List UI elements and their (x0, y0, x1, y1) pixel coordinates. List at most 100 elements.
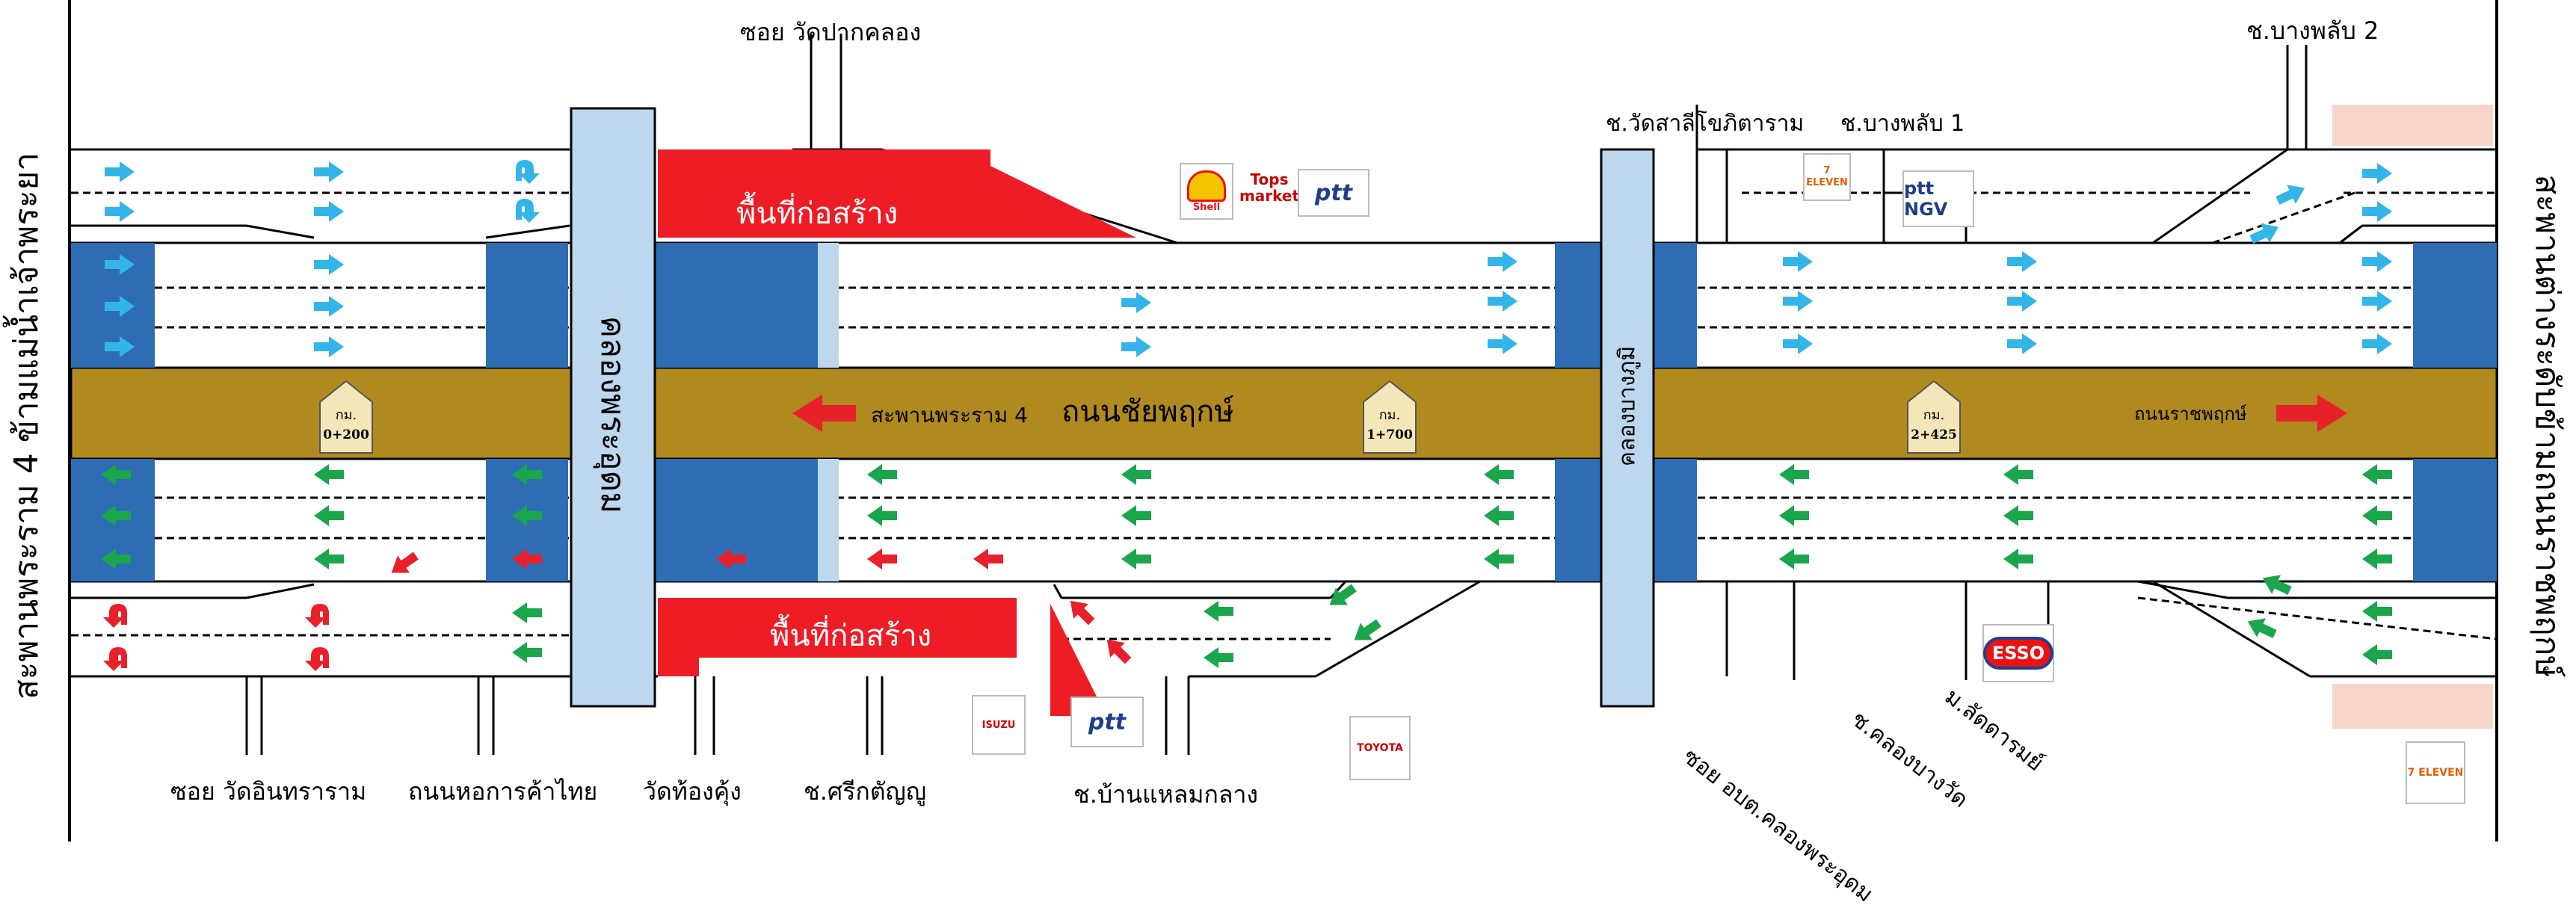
eastbound-arrow (105, 336, 135, 357)
westbound-arrow (1329, 584, 1357, 605)
esso-logo: ESSO (1982, 624, 2054, 682)
red-arrow (1106, 639, 1132, 664)
westbound-arrow (1121, 505, 1151, 526)
ptt-ngv-logo: ptt NGV (1902, 170, 1974, 227)
mainline-lower (71, 457, 2497, 583)
westbound-arrow (314, 464, 344, 485)
street-label-wat-sali: ช.วัดสาลีโขภิตาราม (1606, 111, 1805, 137)
eastbound-arrow (1783, 333, 1813, 354)
westbound-arrow (2003, 505, 2033, 526)
street-label-bang-phlap-1: ช.บางพลับ 1 (1840, 111, 1965, 137)
construction-label-bottom: พื้นที่ก่อสร้าง (770, 619, 932, 653)
light-blue-stripe-top (818, 243, 839, 368)
construction-area-bottom (658, 598, 1017, 676)
u-turn-arrow (103, 604, 127, 628)
eastbound-arrow (105, 254, 135, 275)
westbound-arrow (867, 505, 897, 526)
eastbound-arrow (2362, 291, 2392, 312)
toyota-logo: TOYOTA (1349, 716, 1411, 780)
ptt-logo-bottom: ptt (1070, 697, 1144, 747)
construction-area-triangle (1050, 604, 1106, 716)
east-direction-arrow (2276, 395, 2347, 432)
eastbound-arrow (1488, 251, 1517, 272)
street-label-wat-pak-khlong: ซอย วัดปากคลอง (740, 18, 922, 46)
eastbound-arrow (2249, 223, 2279, 244)
westbound-arrow (2247, 618, 2277, 638)
westbound-arrow (101, 505, 131, 526)
eastbound-arrow (2362, 251, 2392, 272)
eastbound-arrow (1488, 291, 1517, 312)
street-label-wat-thong-khung: วัดท้องคุ้ง (643, 777, 742, 806)
seven-eleven-logo-top: 7 ELEVEN (1803, 153, 1851, 201)
westbound-arrow (1779, 464, 1809, 485)
westbound-arrow (512, 505, 542, 526)
eastbound-arrow (105, 201, 135, 222)
eastbound-arrow (314, 296, 344, 317)
westbound-arrow (2262, 575, 2292, 595)
eastbound-arrow (2275, 185, 2305, 205)
red-arrow (973, 549, 1003, 569)
red-arrow (1070, 600, 1095, 626)
west-direction-arrow (792, 395, 856, 432)
westbound-arrow (1204, 647, 1233, 668)
u-turn-arrow (305, 604, 329, 628)
westbound-arrow (314, 505, 344, 526)
shell-logo: Shell (1180, 163, 1233, 220)
canal-box-phra-udom (570, 107, 656, 708)
corner-pink-top (2332, 105, 2493, 146)
right-edge-label: สะพานต่างระดับข้ามถนนราชพฤกษ์ (2528, 174, 2566, 678)
eastbound-arrow (1783, 251, 1813, 272)
westbound-arrow (1204, 601, 1233, 622)
eastbound-arrow (2362, 201, 2392, 222)
westbound-arrow (512, 602, 542, 623)
westbound-arrow (2362, 644, 2392, 665)
street-label-hokankha: ถนนหอการค้าไทย (408, 777, 598, 806)
isuzu-logo: ISUZU (972, 695, 1026, 755)
eastbound-arrow (1121, 292, 1151, 313)
road-map (68, 0, 2498, 841)
eastbound-arrow (314, 254, 344, 275)
light-blue-stripe-bottom (818, 459, 839, 581)
eastbound-arrow (105, 161, 135, 182)
eastbound-arrow (2362, 333, 2392, 354)
median (70, 366, 2498, 460)
westbound-arrow (2003, 464, 2033, 485)
eastbound-arrow (1121, 336, 1151, 357)
westbound-arrow (2362, 464, 2392, 485)
east-direction-label: ถนนราชพฤกษ์ (2134, 404, 2247, 424)
westbound-arrow (867, 464, 897, 485)
eastbound-arrow (2007, 291, 2037, 312)
u-turn-arrow (516, 160, 540, 184)
lower-frontage-road (71, 580, 2498, 680)
canal-box-bang-phum (1600, 148, 1655, 708)
street-label-si-katanyu: ช.ศรีกตัญญู (804, 777, 927, 806)
red-arrow (716, 549, 746, 569)
west-direction-label: สะพานพระราม 4 (871, 403, 1028, 427)
red-arrow (867, 549, 897, 569)
red-arrow (391, 552, 419, 573)
street-label-ban-laem-klang: ช.บ้านแหลมกลาง (1073, 780, 1259, 809)
eastbound-arrow (314, 336, 344, 357)
westbound-arrow (1354, 619, 1381, 640)
canal-label-phra-udom: คลองพระอุดม (594, 315, 632, 514)
ptt-logo-top: ptt (1298, 169, 1369, 217)
mainline-upper (71, 241, 2497, 369)
eastbound-arrow (2007, 333, 2037, 354)
u-turn-arrow (103, 647, 127, 671)
eastbound-arrow (1783, 291, 1813, 312)
eastbound-arrows (105, 160, 2392, 357)
tops-logo: Tops market (1239, 158, 1299, 217)
street-label-bang-phlap-2: ช.บางพลับ 2 (2246, 16, 2379, 45)
construction-area-top (658, 149, 1136, 238)
westbound-arrow (2362, 549, 2392, 569)
side-streets-bottom (245, 581, 1968, 755)
westbound-arrow (2003, 549, 2033, 569)
side-streets-top (810, 34, 2308, 243)
westbound-arrow (1484, 549, 1514, 569)
street-label-wat-inthararam: ซอย วัดอินทราราม (170, 777, 367, 806)
left-edge-label: สะพานพระราม 4 ข้ามแม่น้ำเจ้าพระยา (7, 152, 46, 700)
eastbound-arrow (2362, 163, 2392, 184)
seven-eleven-logo-bottom: 7 ELEVEN (2406, 741, 2465, 804)
westbound-arrow (101, 549, 131, 569)
u-turn-arrow (305, 647, 329, 671)
